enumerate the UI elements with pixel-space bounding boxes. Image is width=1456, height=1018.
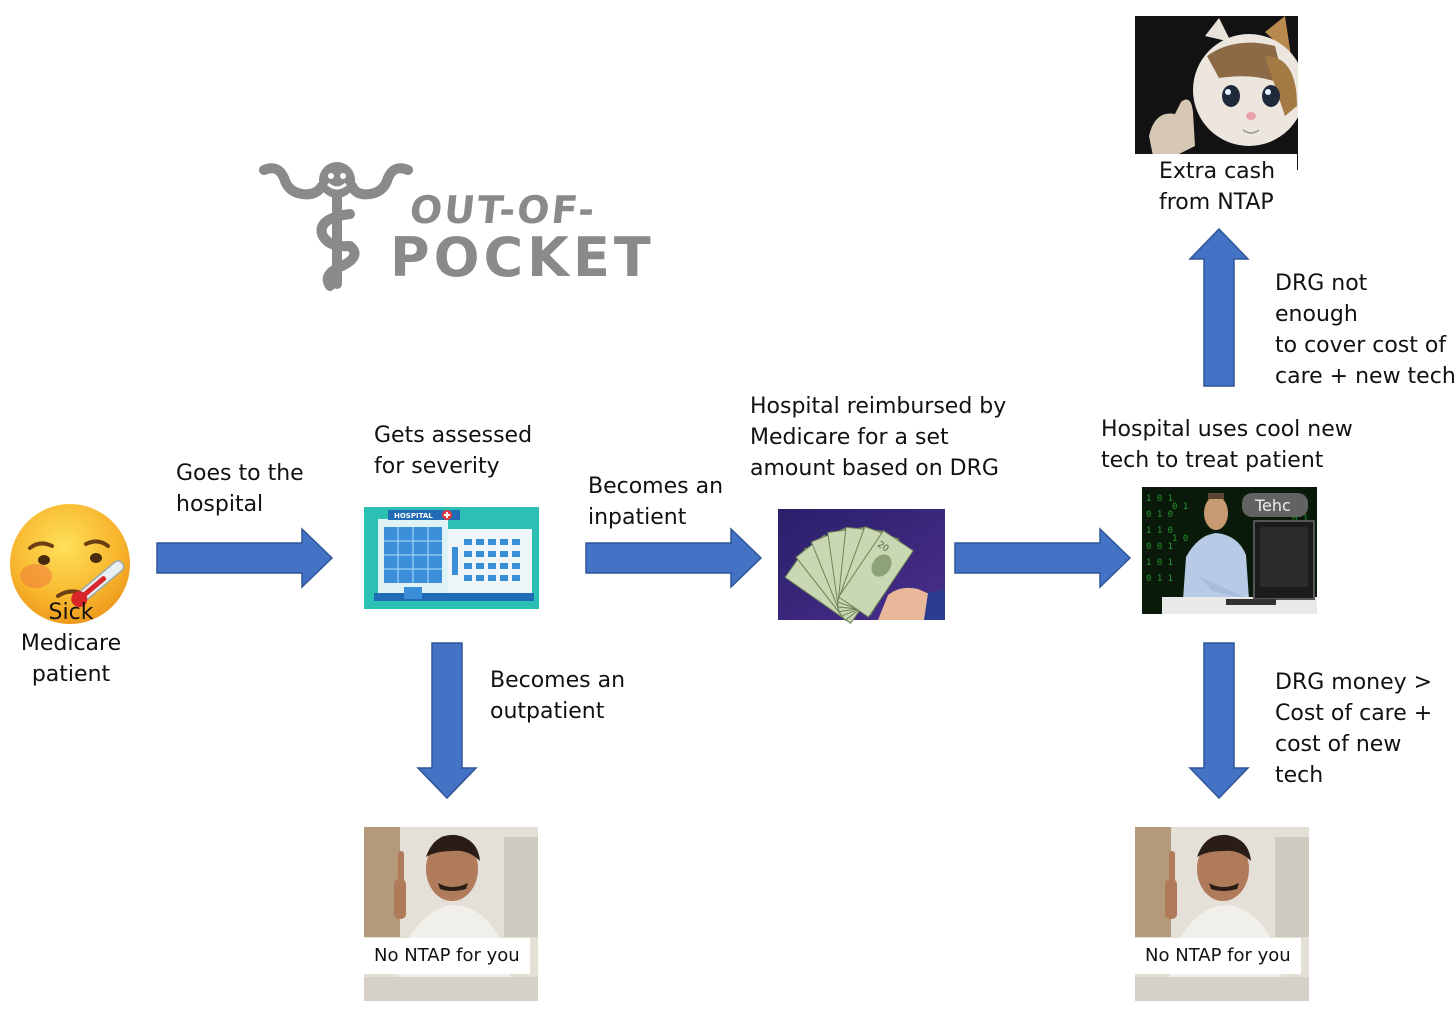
cool-new-tech-label: Hospital uses cool new tech to treat pat… — [1101, 417, 1353, 473]
crying-cat-icon — [1135, 16, 1298, 170]
hospital-sign-text: HOSPITAL — [394, 512, 433, 520]
tech-man-computer-icon: 1 0 10 1 01 1 0 0 0 11 0 10 1 1 0 11 01 … — [1142, 487, 1317, 614]
svg-text:0 1 1: 0 1 1 — [1146, 574, 1173, 584]
crying-cat-image — [1135, 16, 1298, 170]
hospital-building-icon: HOSPITAL — [364, 507, 539, 609]
no-ntap-caption-left: No NTAP for you — [364, 938, 530, 974]
becomes-inpatient-label: Becomes an inpatient — [588, 474, 724, 530]
svg-text:0 1: 0 1 — [1172, 502, 1188, 512]
becomes-outpatient-label: Becomes an outpatient — [490, 668, 626, 724]
money-in-hand-icon: 20 — [778, 509, 945, 624]
extra-cash-caption: Extra cash from NTAP — [1135, 154, 1297, 218]
caduceus-icon — [259, 162, 413, 291]
arrow-to-drg-more — [1188, 642, 1250, 800]
patient-label: Sick Medicare patient — [20, 600, 122, 687]
svg-text:1 1 0: 1 1 0 — [1146, 526, 1173, 536]
no-ntap-image-right: No NTAP for you — [1135, 827, 1309, 1001]
arrow-to-outpatient — [416, 642, 478, 800]
drg-not-enough-label: DRG not enough to cover cost of care + n… — [1275, 271, 1456, 389]
svg-text:1 0 1: 1 0 1 — [1146, 558, 1173, 568]
arrow-to-tech — [954, 527, 1132, 589]
tech-sign-text: Tehc — [1254, 496, 1291, 515]
hospital-reimbursed-label: Hospital reimbursed by Medicare for a se… — [750, 394, 1007, 481]
no-ntap-caption-right: No NTAP for you — [1135, 938, 1301, 974]
svg-text:0 1: 0 1 — [1292, 514, 1308, 524]
arrow-to-extra-cash — [1188, 227, 1250, 387]
man-pointing-finger-icon — [364, 827, 538, 1001]
logo-text-line2: POCKET — [390, 226, 655, 289]
arrow-to-inpatient — [585, 527, 763, 589]
man-pointing-finger-icon — [1135, 827, 1309, 1001]
sick-face-emoji-icon — [10, 504, 130, 624]
arrow-to-hospital — [156, 527, 334, 589]
drg-money-more-label: DRG money > Cost of care + cost of new t… — [1275, 670, 1433, 788]
goes-to-hospital-label: Goes to the hospital — [176, 461, 304, 517]
svg-text:1 0 1: 1 0 1 — [1146, 494, 1173, 504]
svg-text:0 0 1: 0 0 1 — [1146, 542, 1173, 552]
gets-assessed-label: Gets assessed for severity — [374, 423, 533, 479]
svg-text:1 0: 1 0 — [1172, 534, 1188, 544]
no-ntap-image-left: No NTAP for you — [364, 827, 538, 1001]
svg-text:0 1 0: 0 1 0 — [1146, 510, 1173, 520]
